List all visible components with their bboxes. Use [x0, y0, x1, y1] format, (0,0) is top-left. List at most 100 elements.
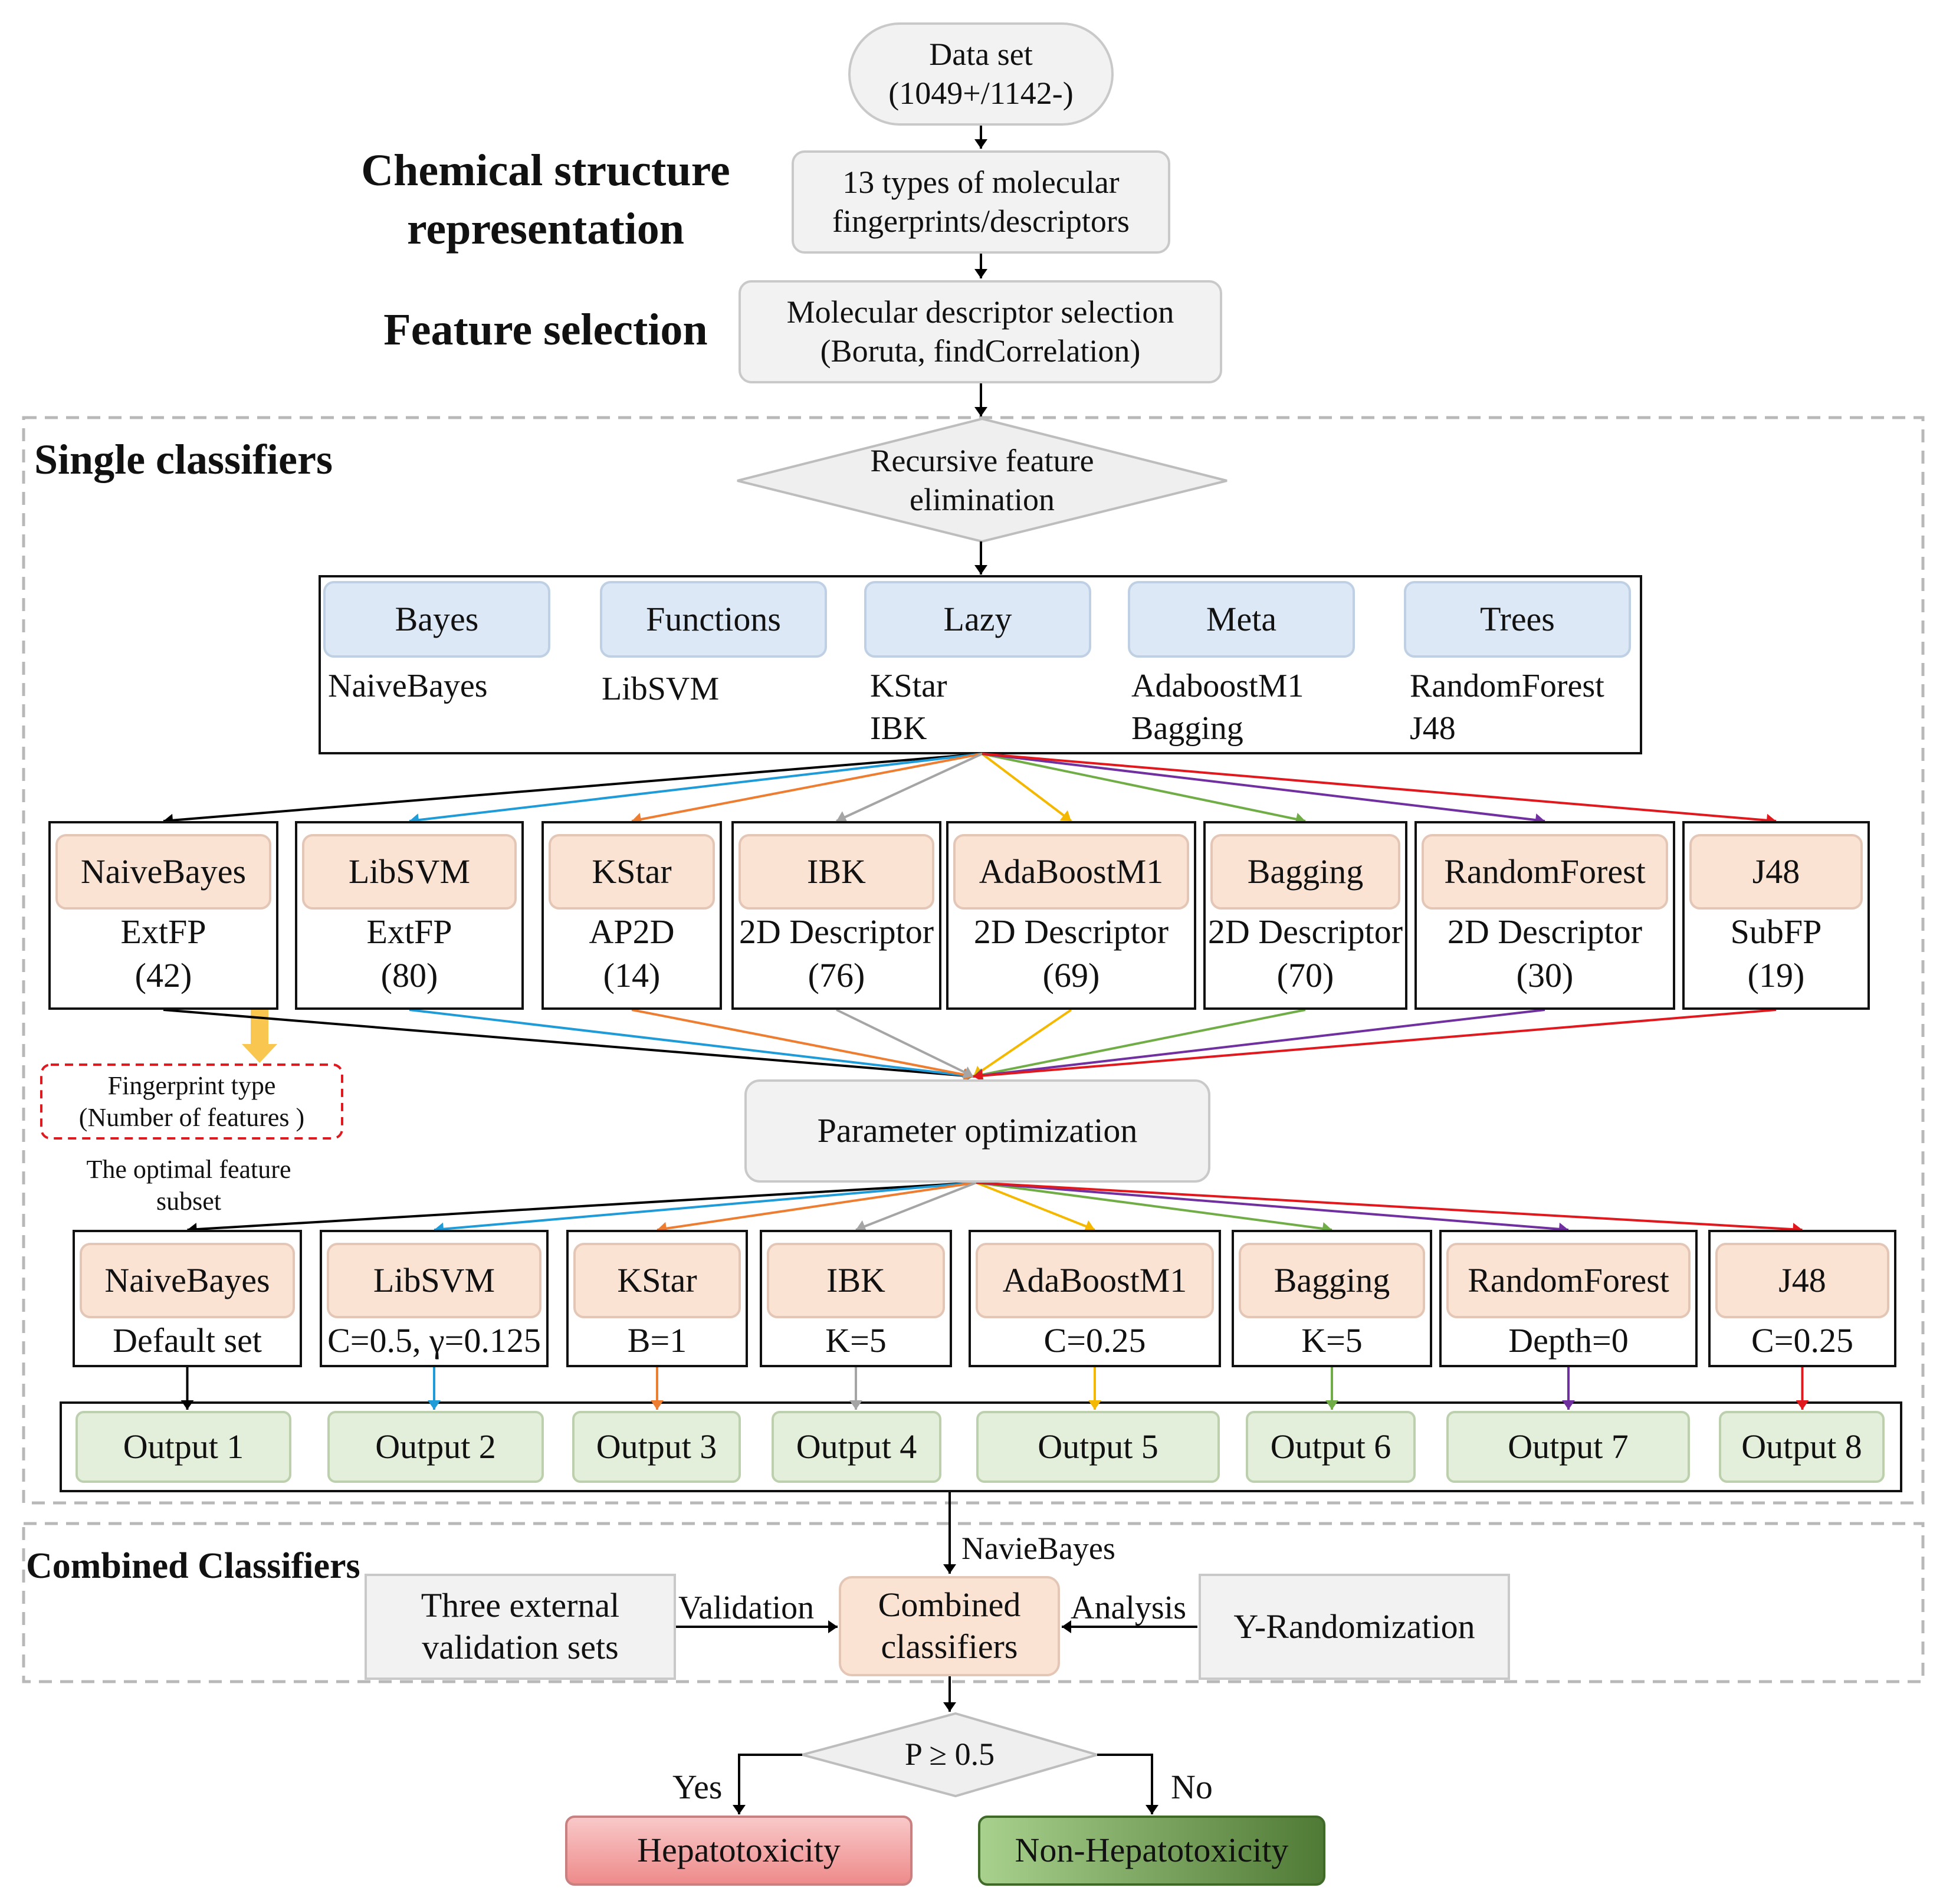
feature-model-name: J48 [1689, 834, 1863, 910]
non-hepatotoxicity-box-bg [978, 1816, 1325, 1886]
method-adaboostm1: AdaboostM1 [1131, 668, 1304, 704]
arrows [163, 126, 1809, 1814]
single-classifiers-title: Single classifiers [34, 436, 333, 483]
method-libsvm: LibSVM [602, 671, 720, 707]
method-randomforest: RandomForest [1410, 668, 1604, 704]
method-naivebayes: NaiveBayes [328, 668, 488, 704]
validation-label: Validation [678, 1590, 815, 1626]
arrow-param-fanout-4-head [856, 1220, 867, 1233]
arrow-converge-4-head [961, 1066, 973, 1078]
feature-count: (19) [1747, 956, 1805, 994]
arrow-fanout-1 [163, 753, 983, 822]
fingerprint-type: ExtFP [366, 912, 452, 951]
param-model-name: NaiveBayes [80, 1243, 295, 1318]
arrow-fanout-6 [982, 753, 1306, 822]
arrow-selection-to-rfe-head [974, 407, 987, 416]
param-model-name: Bagging [1239, 1243, 1425, 1318]
output-box: Output 5 [976, 1411, 1220, 1483]
arrow-converge-5 [972, 1009, 1072, 1078]
naviebayes-label: NavieBayes [961, 1531, 1115, 1566]
arrow-fanout-4 [836, 753, 983, 822]
arrow-converge-3 [631, 1009, 974, 1078]
arrow-to-output-4-head [849, 1400, 862, 1410]
y-randomization-box: Y-Randomization [1199, 1574, 1510, 1680]
single-classifiers-section [22, 416, 1925, 1505]
arrow-converge-4 [836, 1009, 974, 1078]
arrow-fanout-7 [982, 753, 1545, 822]
feature-model-name: RandomForest [1422, 834, 1668, 910]
arrow-outputs-to-combined-head [943, 1564, 956, 1574]
arrow-to-output-8-head [1796, 1400, 1809, 1410]
arrow-fanout-3 [631, 753, 983, 822]
arrow-param-fanout-8 [976, 1181, 1803, 1231]
param-model-name: KStar [573, 1243, 741, 1318]
arrow-to-output-3-head [651, 1400, 664, 1410]
method-ibk: IBK [870, 710, 927, 747]
param-value: C=0.25 [1751, 1321, 1853, 1360]
feature-model-name: AdaBoostM1 [953, 834, 1189, 910]
chemical-structure-heading: Chemical structure representation [361, 146, 730, 254]
analysis-label: Analysis [1071, 1590, 1186, 1626]
data-set-box: Data set (1049+/1142-) [848, 22, 1114, 126]
output-box: Output 7 [1446, 1411, 1690, 1483]
param-model-name: RandomForest [1446, 1243, 1691, 1318]
category-functions: Functions [600, 581, 827, 658]
arrow-rfe-to-categories-head [974, 565, 987, 575]
arrow-converge-8-head [973, 1069, 983, 1082]
fingerprint-type: 2D Descriptor [1447, 912, 1643, 951]
arrow-to-output-5-head [1088, 1400, 1101, 1410]
category-bayes: Bayes [323, 581, 550, 658]
param-model-name: IBK [767, 1243, 945, 1318]
decision-diamond [797, 1712, 1102, 1798]
arrow-to-output-2-head [428, 1400, 441, 1410]
arrow-converge-6 [973, 1009, 1306, 1078]
feature-count: (42) [134, 956, 192, 994]
feature-model-name: NaiveBayes [55, 834, 271, 910]
output-box: Output 6 [1246, 1411, 1416, 1483]
optimal-subset-note: The optimal feature subset [86, 1155, 291, 1216]
param-value: Depth=0 [1508, 1321, 1629, 1360]
fingerprint-type: ExtFP [120, 912, 206, 951]
param-value: K=5 [825, 1321, 887, 1360]
arrow-param-fanout-3 [657, 1181, 977, 1231]
param-value: B=1 [627, 1321, 687, 1360]
arrow-param-fanout-2 [434, 1181, 977, 1231]
arrow-dataset-to-fingerprints-head [974, 139, 987, 149]
category-lazy: Lazy [864, 581, 1091, 658]
arrow-to-output-7-head [1562, 1400, 1575, 1410]
arrow-validation-head [828, 1620, 838, 1633]
feature-model-name: LibSVM [302, 834, 517, 910]
category-meta: Meta [1128, 581, 1355, 658]
fingerprint-type: 2D Descriptor [739, 912, 934, 951]
arrow-converge-2 [409, 1009, 974, 1078]
no-label: No [1171, 1768, 1213, 1806]
param-model-name: LibSVM [327, 1243, 541, 1318]
hepatotoxicity-box-bg [565, 1816, 913, 1886]
param-value: Default set [113, 1321, 262, 1360]
category-trees: Trees [1404, 581, 1631, 658]
arrow-yes [738, 1754, 802, 1814]
arrow-fanout-5-head [1059, 810, 1071, 821]
combined-classifiers-box: Combined classifiers [839, 1576, 1060, 1676]
feature-count: (80) [380, 956, 438, 994]
feature-model-name: KStar [549, 834, 715, 910]
arrow-yes-head [733, 1805, 746, 1814]
fingerprint-type: 2D Descriptor [1207, 912, 1403, 951]
param-value: C=0.25 [1043, 1321, 1146, 1360]
arrow-param-fanout-1 [187, 1181, 977, 1231]
feature-count: (30) [1516, 956, 1574, 994]
feature-count: (70) [1276, 956, 1334, 994]
feature-count: (69) [1042, 956, 1100, 994]
param-value: C=0.5, γ=0.125 [327, 1321, 541, 1360]
feature-model-name: Bagging [1210, 834, 1400, 910]
arrow-fanout-5 [981, 753, 1072, 822]
non-hepatotoxicity-box: Non-Hepatotoxicity [1015, 1831, 1289, 1870]
method-bagging: Bagging [1131, 710, 1243, 747]
arrow-converge-8 [973, 1009, 1777, 1078]
method-j48: J48 [1410, 710, 1456, 747]
param-value: K=5 [1301, 1321, 1363, 1360]
arrow-fanout-8 [982, 753, 1777, 822]
param-model-name: AdaBoostM1 [976, 1243, 1214, 1318]
external-validation-box: Three external validation sets [365, 1574, 676, 1680]
arrow-to-output-6-head [1325, 1400, 1338, 1410]
